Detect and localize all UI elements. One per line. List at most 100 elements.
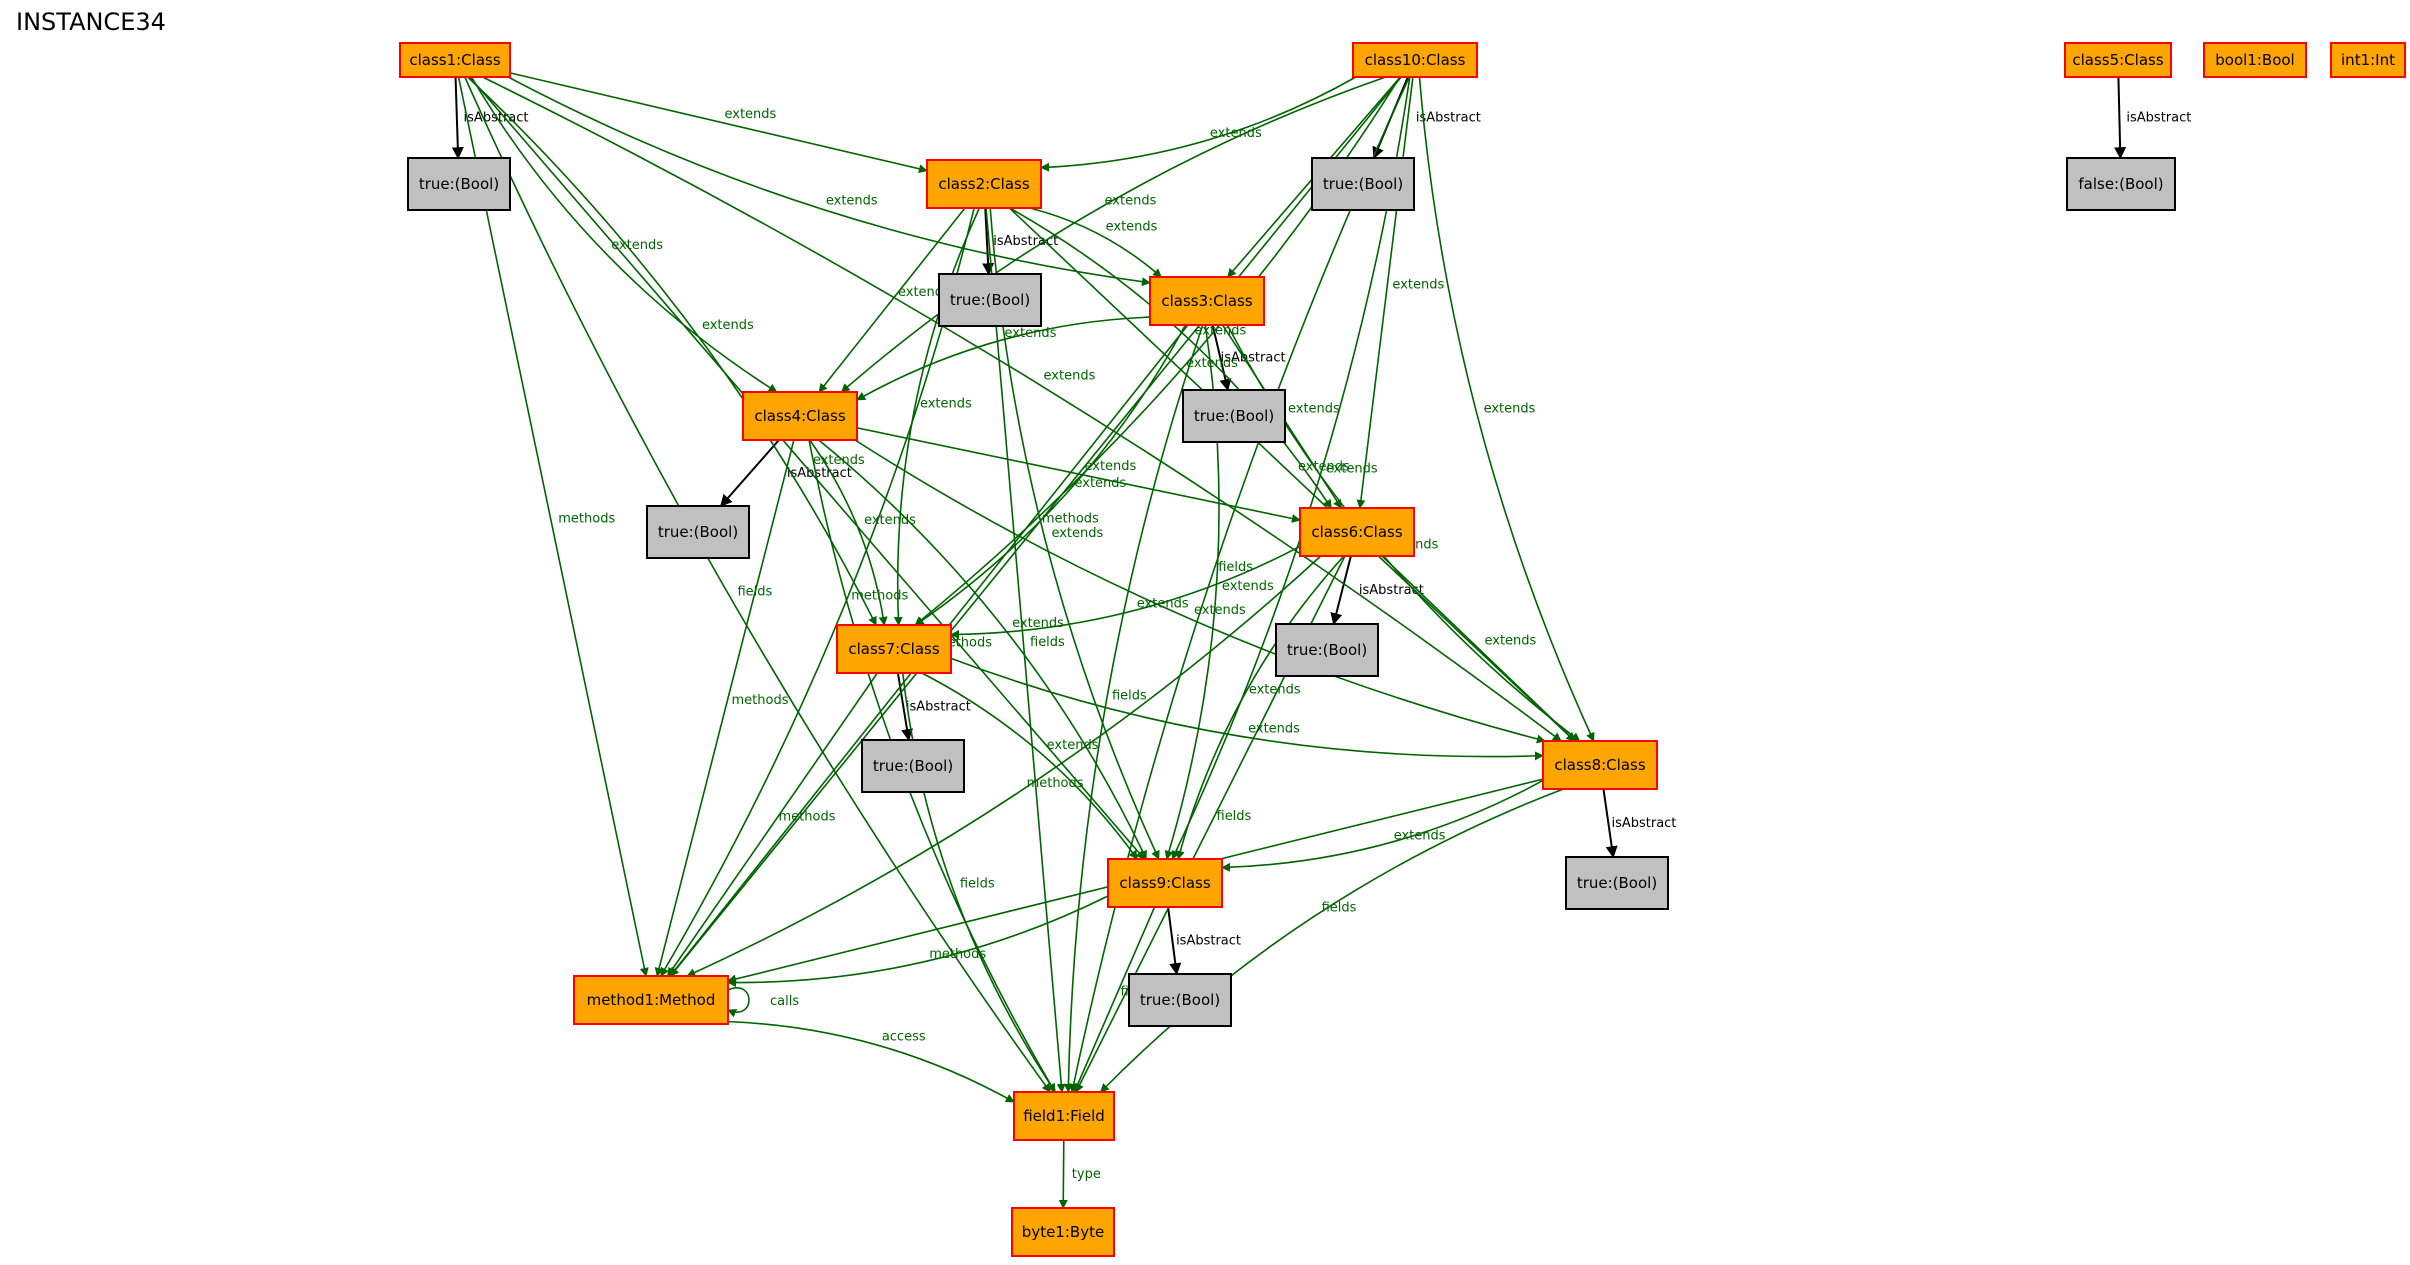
edge-line [856,316,1151,401]
node-label: class1:Class [409,51,500,69]
edge-extends-class7-class8: extends [950,657,1544,761]
edge-extends-class3-class7: extends [914,324,1187,626]
node-label: class8:Class [1554,756,1645,774]
edge-methods-class7-method1: methods [666,672,879,977]
edge-label-extends: extends [1249,683,1301,698]
node-box [646,505,750,559]
edge-label-isAbstract: isAbstract [1416,111,1481,126]
edge-label-extends: extends [1326,462,1378,477]
edge-label-extends: extends [1047,738,1099,753]
edge-line [893,207,981,626]
edge-methods-class1-method1: methods [457,76,649,977]
edge-line [1167,906,1182,976]
node-t9: true:(Bool) [1128,973,1232,1027]
edge-fields-class2-field1: fields [985,207,1066,1093]
node-box [1311,157,1415,211]
edge-line [1330,555,1352,626]
edge-line [509,72,928,174]
node-box [926,159,1042,209]
node-f5: false:(Bool) [2066,157,2176,211]
node-label: bool1:Bool [2215,51,2294,69]
node-label: class5:Class [2072,51,2163,69]
node-box [2066,157,2176,211]
edge-label-isAbstract: isAbstract [993,234,1058,249]
edge-extends-class10-class6: extends [1356,76,1444,509]
node-int1: int1:Int [2330,42,2406,78]
edge-access-method1-field1: access [727,1020,1015,1103]
node-field1: field1:Field [1013,1091,1115,1141]
edge-label-extends: extends [1137,596,1189,611]
node-label: class2:Class [938,175,1029,193]
edge-isAbstract-class5-f5: isAbstract [2114,76,2191,160]
edge-label-extends: extends [1248,722,1300,737]
edge-extends-class1-class9: extends [469,76,1145,860]
edge-extends-class10-class2: extends [1040,76,1357,172]
edge-line [1009,207,1332,509]
edge-line [451,76,464,160]
edge-label-fields: fields [1322,900,1357,915]
edge-label-extends: extends [1298,460,1350,475]
node-class5: class5:Class [2064,42,2172,78]
edge-isAbstract-class4-t4: isAbstract [720,439,852,507]
edge-line [1175,555,1345,860]
node-box [742,391,858,441]
node-label: true:(Bool) [1577,874,1657,892]
node-byte1: byte1:Byte [1011,1207,1115,1257]
edge-label-fields: fields [1112,688,1147,703]
node-method1: method1:Method [573,975,729,1025]
edge-line [1029,207,1162,278]
node-label: true:(Bool) [950,291,1030,309]
edge-line [1602,788,1618,859]
edge-line [727,1020,1015,1103]
edge-label-methods: methods [732,693,789,708]
node-t8: true:(Bool) [1565,856,1669,910]
node-box [1275,623,1379,677]
node-box [861,739,965,793]
edge-label-fields: fields [960,877,995,892]
node-label: true:(Bool) [1323,175,1403,193]
edge-label-extends: extends [725,107,777,122]
node-label: true:(Bool) [1287,641,1367,659]
edge-extends-class1-class2: extends [509,72,928,174]
node-label: method1:Method [587,991,716,1009]
edge-label-extends: extends [702,318,754,333]
edge-extends-class4-class8: extends [854,439,1546,744]
edge-label-isAbstract: isAbstract [1359,583,1424,598]
edge-label-isAbstract: isAbstract [1176,934,1241,949]
node-bool1: bool1:Bool [2203,42,2307,78]
node-box [1107,858,1223,908]
node-class6: class6:Class [1299,507,1415,557]
edge-label-extends: extends [1394,828,1446,843]
edge-label-extends: extends [1288,402,1340,417]
node-box [1149,276,1265,326]
edge-label-extends: extends [1485,634,1537,649]
node-t4: true:(Bool) [646,505,750,559]
edge-extends-class3-class4: extends [856,316,1151,401]
node-label: true:(Bool) [873,757,953,775]
edge-label-extends: extends [1075,476,1127,491]
edge-extends-class2-class7: extends [893,207,981,626]
edge-line [1418,76,1595,742]
edge-line [818,439,1147,860]
edge-line [921,672,1138,860]
edge-fields-class7-field1: fields [901,672,1056,1093]
edge-line [1040,76,1357,172]
node-t6: true:(Bool) [1275,623,1379,677]
node-t1: true:(Bool) [407,157,511,211]
node-label: byte1:Byte [1022,1223,1104,1241]
edge-isAbstract-class9-t9: isAbstract [1167,906,1241,976]
edge-line [686,555,1322,977]
edge-label-methods: methods [779,810,836,825]
edge-line [2114,76,2127,160]
edge-isAbstract-class2-t2: isAbstract [982,207,1058,276]
edge-label-extends: extends [1106,220,1158,235]
edge-line [482,76,1562,742]
edge-label-extends: extends [1105,194,1157,209]
edge-label-methods: methods [1027,776,1084,791]
edge-label-extends: extends [1210,126,1262,141]
edge-line [1058,1139,1068,1209]
edge-line [856,427,1301,523]
edge-label-isAbstract: isAbstract [2126,111,2191,126]
edge-line [1073,906,1156,1093]
edge-type-field1-byte1: type [1058,1139,1101,1209]
